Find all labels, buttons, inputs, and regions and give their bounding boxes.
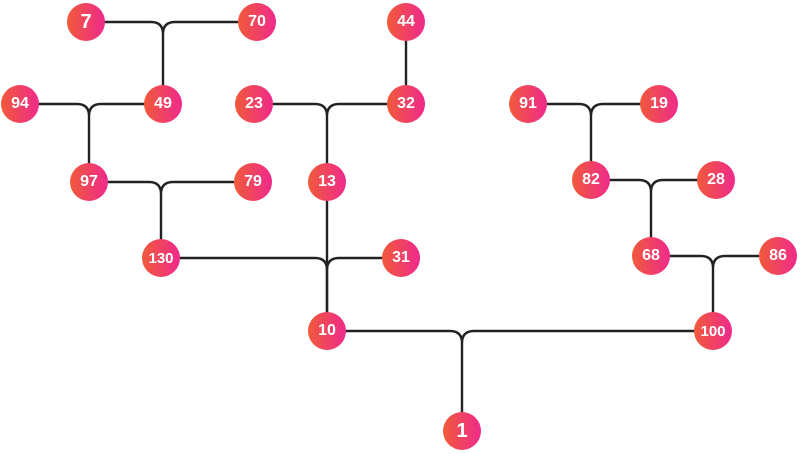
node-49: 49	[144, 85, 182, 123]
node-31: 31	[382, 239, 420, 277]
node-44: 44	[387, 3, 425, 41]
node-70: 70	[238, 3, 276, 41]
node-1: 1	[443, 412, 481, 450]
tree-edge	[327, 329, 713, 431]
node-7: 7	[67, 3, 105, 41]
node-32: 32	[387, 85, 425, 123]
node-100: 100	[694, 312, 732, 350]
node-91: 91	[509, 85, 547, 123]
node-13: 13	[308, 163, 346, 201]
node-23: 23	[235, 85, 273, 123]
node-68: 68	[632, 237, 670, 275]
node-28: 28	[697, 161, 735, 199]
node-86: 86	[759, 237, 797, 275]
node-97: 97	[70, 163, 108, 201]
node-94: 94	[1, 85, 39, 123]
tree-edge	[161, 256, 401, 331]
node-79: 79	[234, 163, 272, 201]
node-19: 19	[640, 85, 678, 123]
node-82: 82	[572, 161, 610, 199]
node-10: 10	[308, 312, 346, 350]
node-130: 130	[142, 239, 180, 277]
